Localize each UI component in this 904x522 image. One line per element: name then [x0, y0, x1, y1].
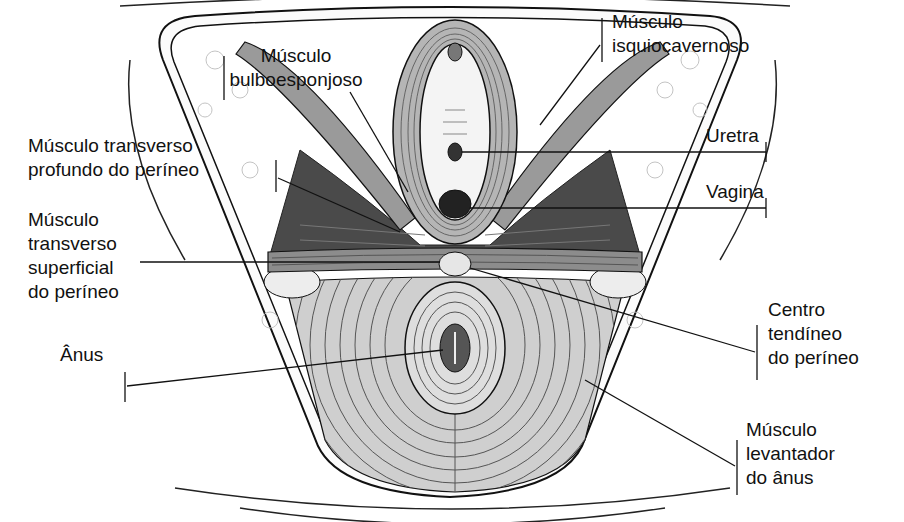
bulbospongiosus-fibers [401, 28, 509, 236]
perineal-body [439, 252, 471, 276]
leader-lines [125, 18, 766, 495]
part-label: Músculo isquiocavernoso [612, 10, 767, 58]
anus-opening [440, 324, 470, 372]
part-label: Centro tendíneo do períneo [768, 298, 864, 370]
part-label: Uretra [706, 124, 786, 148]
levator-ani-fibers [280, 170, 630, 520]
clitoris [448, 43, 462, 61]
part-label: Músculo bulboesponjoso [226, 44, 366, 92]
external-anal-sphincter [405, 282, 505, 414]
anus-slit [454, 332, 456, 364]
vaginal-opening [439, 190, 471, 218]
skin-outline [159, 7, 741, 497]
part-label: Músculo levantador do ânus [746, 418, 846, 490]
part-label: Músculo transverso superficial do períne… [28, 208, 132, 304]
part-label: Ânus [60, 343, 130, 367]
part-label: Vagina [706, 180, 786, 204]
body-contours [120, 0, 790, 522]
vestibule [420, 44, 490, 220]
sphincter-rings [414, 292, 496, 404]
urethral-folds [443, 110, 467, 134]
urethra-opening [448, 143, 462, 161]
part-label: Músculo transverso profundo do períneo [28, 134, 233, 182]
bulbospongiosus [393, 20, 517, 244]
